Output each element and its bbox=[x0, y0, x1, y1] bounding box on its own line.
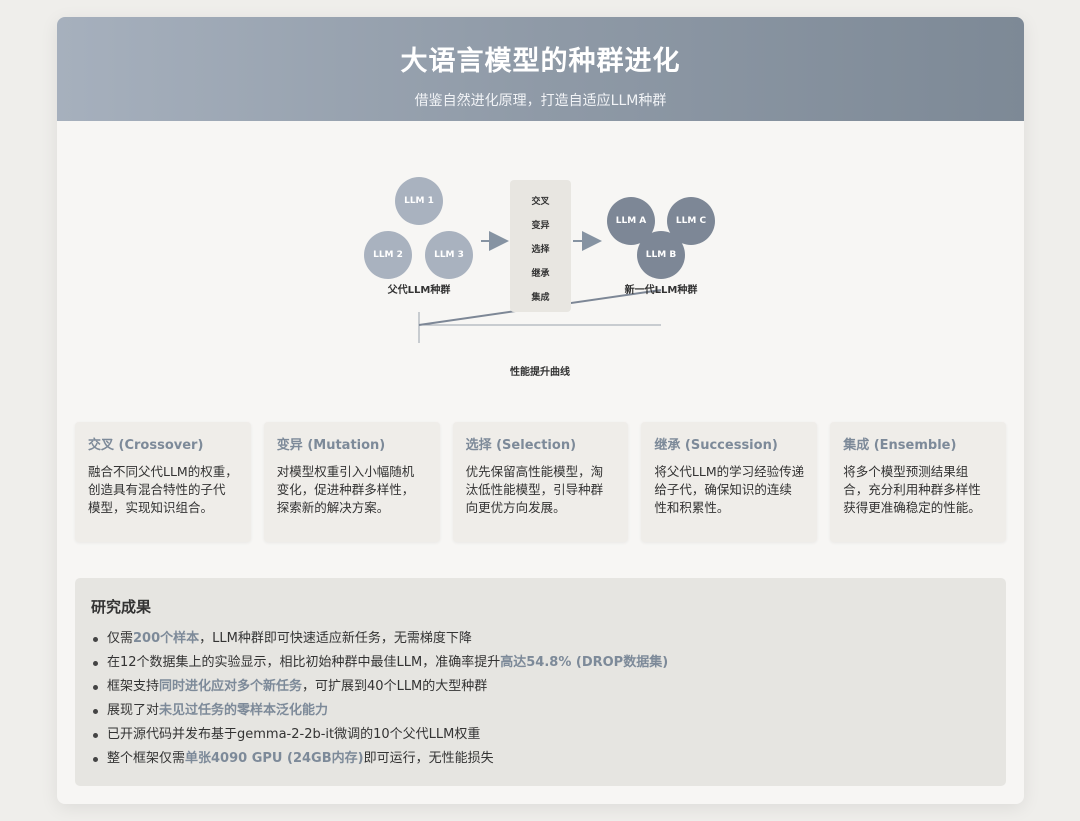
result-highlight: 单张4090 GPU (24GB内存) bbox=[185, 751, 364, 766]
feature-title: 继承 (Succession) bbox=[654, 438, 778, 453]
results-list: 仅需200个样本，LLM种群即可快速适应新任务，无需梯度下降 在12个数据集上的… bbox=[91, 627, 990, 771]
page-subtitle: 借鉴自然进化原理，打造自适应LLM种群 bbox=[414, 93, 667, 109]
op-ensemble: 集成 bbox=[531, 293, 550, 303]
results-title: 研究成果 bbox=[91, 598, 152, 616]
result-item: 仅需200个样本，LLM种群即可快速适应新任务，无需梯度下降 bbox=[91, 627, 990, 651]
child-node-c: LLM C bbox=[667, 197, 715, 245]
feature-title: 集成 (Ensemble) bbox=[843, 438, 957, 453]
result-highlight: 高达54.8% (DROP数据集) bbox=[500, 655, 669, 670]
feature-desc: 将多个模型预测结果组合，充分利用种群多样性获得更准确稳定的性能。 bbox=[843, 464, 981, 515]
feature-desc: 将父代LLM的学习经验传递给子代，确保知识的连续性和积累性。 bbox=[654, 464, 805, 515]
parent-node-2: LLM 2 bbox=[364, 231, 412, 279]
feature-title: 变异 (Mutation) bbox=[276, 438, 386, 453]
parent-population-label: 父代LLM种群 bbox=[387, 285, 451, 296]
child-population-label: 新一代LLM种群 bbox=[624, 285, 698, 296]
parent-node-3: LLM 3 bbox=[425, 231, 473, 279]
result-item: 已开源代码并发布基于gemma-2-2b-it微调的10个父代LLM权重 bbox=[91, 723, 990, 747]
feature-title: 交叉 (Crossover) bbox=[88, 438, 204, 453]
result-item: 框架支持同时进化应对多个新任务，可扩展到40个LLM的大型种群 bbox=[91, 675, 990, 699]
result-highlight: 200个样本 bbox=[133, 631, 200, 646]
feature-title: 选择 (Selection) bbox=[465, 438, 577, 453]
feature-crossover: 交叉 (Crossover) 融合不同父代LLM的权重，创造具有混合特性的子代模… bbox=[75, 422, 251, 542]
header-banner: 大语言模型的种群进化 借鉴自然进化原理，打造自适应LLM种群 bbox=[57, 17, 1024, 121]
op-mutation: 变异 bbox=[531, 221, 550, 231]
op-crossover: 交叉 bbox=[531, 197, 550, 207]
feature-ensemble: 集成 (Ensemble) 将多个模型预测结果组合，充分利用种群多样性获得更准确… bbox=[830, 422, 1006, 542]
op-succession: 继承 bbox=[531, 269, 550, 279]
feature-list: 交叉 (Crossover) 融合不同父代LLM的权重，创造具有混合特性的子代模… bbox=[75, 422, 1006, 542]
parent-node-1: LLM 1 bbox=[395, 177, 443, 225]
evolution-diagram: LLM 1 LLM 2 LLM 3 父代LLM种群 交叉 变异 选择 继承 集成… bbox=[57, 121, 1024, 421]
result-highlight: 未见过任务的零样本泛化能力 bbox=[159, 703, 329, 718]
result-highlight: 同时进化应对多个新任务 bbox=[159, 679, 303, 694]
performance-curve-label: 性能提升曲线 bbox=[510, 367, 570, 378]
research-results: 研究成果 仅需200个样本，LLM种群即可快速适应新任务，无需梯度下降 在12个… bbox=[75, 578, 1006, 786]
feature-mutation: 变异 (Mutation) 对模型权重引入小幅随机变化，促进种群多样性，探索新的… bbox=[263, 422, 440, 542]
feature-desc: 对模型权重引入小幅随机变化，促进种群多样性，探索新的解决方案。 bbox=[276, 464, 415, 515]
result-item: 展现了对未见过任务的零样本泛化能力 bbox=[91, 699, 990, 723]
feature-desc: 优先保留高性能模型，淘汰低性能模型，引导种群向更优方向发展。 bbox=[465, 464, 604, 515]
page-title: 大语言模型的种群进化 bbox=[400, 46, 681, 77]
evolution-operations-box: 交叉 变异 选择 继承 集成 bbox=[510, 180, 571, 312]
result-item: 整个框架仅需单张4090 GPU (24GB内存)即可运行，无性能损失 bbox=[91, 747, 990, 771]
op-selection: 选择 bbox=[531, 245, 550, 255]
result-item: 在12个数据集上的实验显示，相比初始种群中最佳LLM，准确率提升高达54.8% … bbox=[91, 651, 990, 675]
feature-succession: 继承 (Succession) 将父代LLM的学习经验传递给子代，确保知识的连续… bbox=[641, 422, 818, 542]
feature-desc: 融合不同父代LLM的权重，创造具有混合特性的子代模型，实现知识组合。 bbox=[88, 464, 238, 515]
main-card: 大语言模型的种群进化 借鉴自然进化原理，打造自适应LLM种群 LLM 1 LLM… bbox=[57, 17, 1024, 804]
feature-selection: 选择 (Selection) 优先保留高性能模型，淘汰低性能模型，引导种群向更优… bbox=[452, 422, 629, 542]
child-node-b: LLM B bbox=[637, 231, 685, 279]
